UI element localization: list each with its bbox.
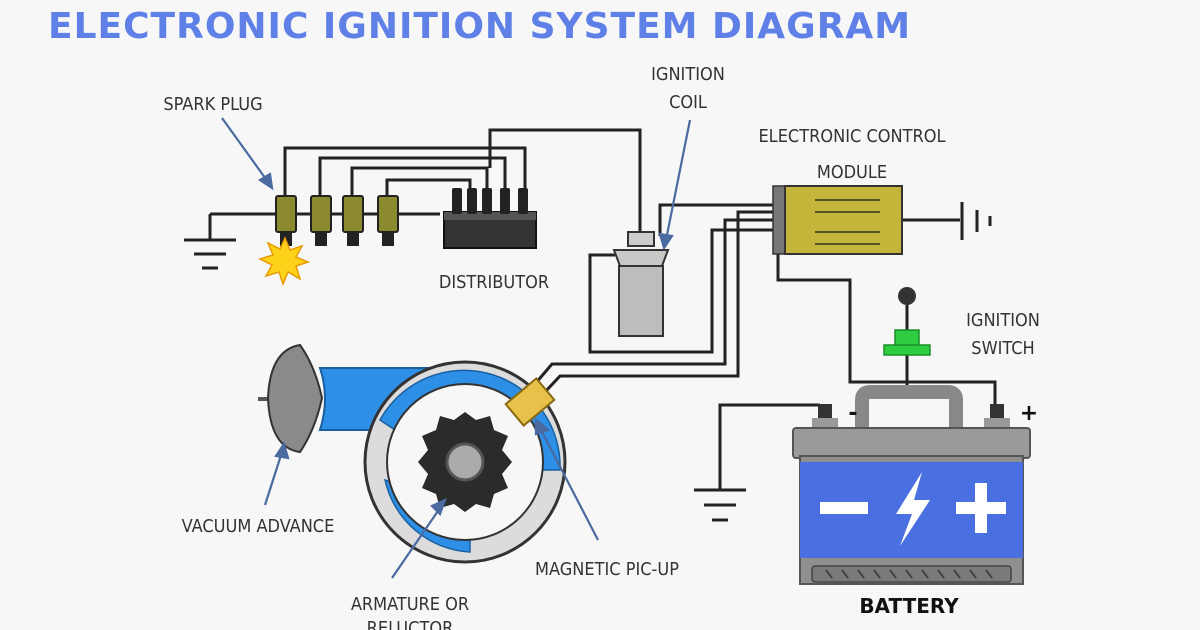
label-magnetic-pickup: MAGNETIC PIC-UP [535,559,679,580]
label-battery: BATTERY [859,594,959,618]
magnetic-pickup [504,377,556,427]
label-vacuum-advance: VACUUM ADVANCE [182,516,335,537]
label-distributor: DISTRIBUTOR [439,272,549,293]
battery [792,385,1031,585]
wiring [208,128,997,490]
label-ignition-switch-line1: IGNITION [966,310,1040,331]
spark-plug-3 [342,195,364,246]
ignition-coil [612,231,670,337]
label-ignition-switch-line2: SWITCH [971,338,1034,359]
distributor [443,188,537,249]
label-armature-line2: RELUCTOR [367,618,454,630]
ignition-switch[interactable] [883,287,931,356]
label-armature-line1: ARMATURE OR [351,594,469,615]
ground-symbol-ecm [960,202,992,240]
armature-reluctor [418,412,512,512]
ground-symbol-spark [184,238,236,270]
ground-symbol-battery [694,488,746,522]
label-ecm-line1: ELECTRONIC CONTROL [758,126,945,147]
spark-plugs [257,195,399,287]
lightning-icon [896,472,930,546]
label-ignition-coil-line1: IGNITION [651,64,725,85]
electronic-control-module [772,185,903,255]
page-title: ELECTRONIC IGNITION SYSTEM DIAGRAM [48,6,912,47]
battery-minus-icon [820,502,868,514]
battery-plus-icon [956,483,1006,533]
battery-negative-terminal-label: - [848,401,857,426]
label-ecm-line2: MODULE [817,162,887,183]
label-arrows [221,117,692,579]
spark-plug-4 [377,195,399,246]
label-ignition-coil-line2: COIL [669,92,707,113]
spark-burst-icon [257,236,311,287]
label-spark-plug: SPARK PLUG [163,94,262,115]
spark-plug-2 [310,195,332,246]
battery-positive-terminal-label: + [1020,401,1038,426]
